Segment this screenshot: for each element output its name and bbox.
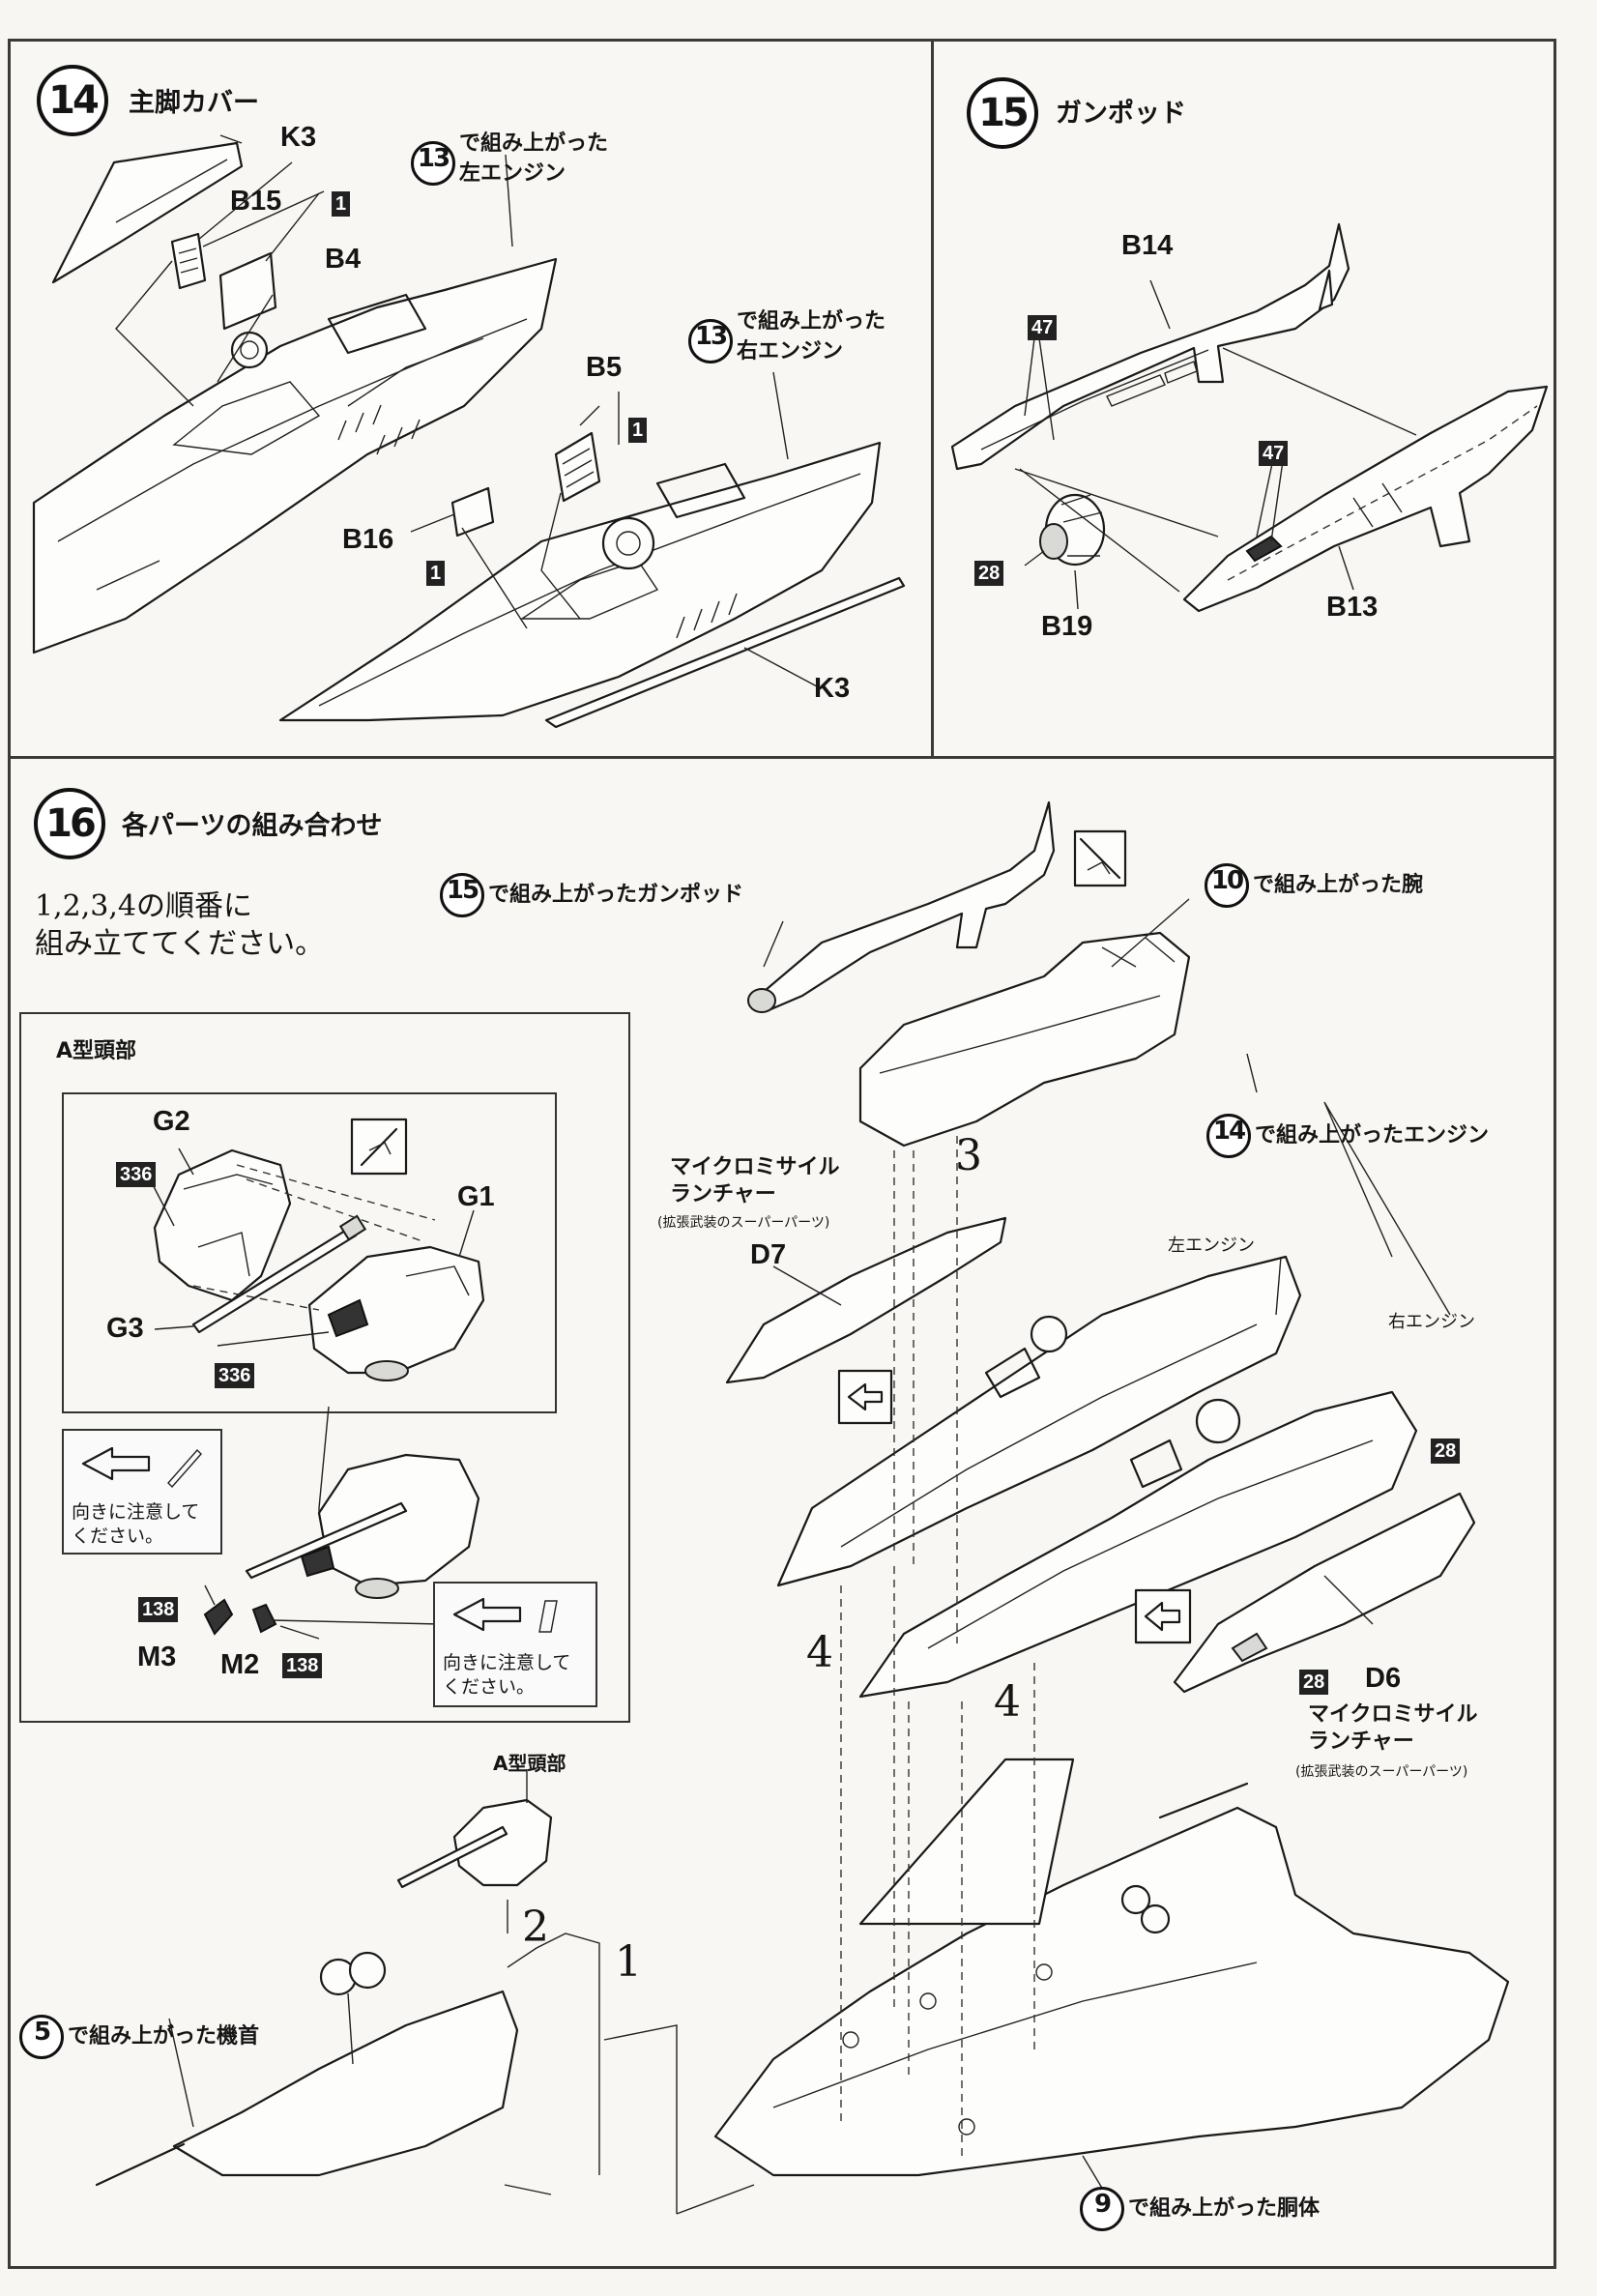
ref-right-engine: 13で組み上がった 右エンジン — [688, 305, 886, 377]
badge-1-c: 1 — [426, 561, 446, 586]
sequence-4-b: 4 — [994, 1677, 1021, 1727]
head-small-label: A型頭部 — [493, 1752, 566, 1775]
part-d7: D7 — [750, 1239, 787, 1270]
caution-box-m2: 向きに注意してください。 — [433, 1582, 597, 1707]
missile-d6-line1: マイクロミサイル — [1308, 1702, 1478, 1727]
badge-138-a: 138 — [138, 1597, 179, 1622]
badge-28-a: 28 — [1431, 1439, 1461, 1464]
caution-text-a: 向きに注意してください。 — [72, 1501, 200, 1547]
part-b16: B16 — [342, 524, 394, 555]
step-16-title: 各パーツの組み合わせ — [122, 811, 383, 841]
part-b14: B14 — [1121, 230, 1174, 261]
missile-d6-note: (拡張武装のスーパーパーツ) — [1295, 1764, 1468, 1780]
missile-d7-line2: ランチャー — [670, 1181, 776, 1206]
ref-left-engine-number: 13 — [411, 141, 455, 186]
missile-d6-line2: ランチャー — [1308, 1729, 1414, 1754]
head-illustration — [144, 1118, 485, 1640]
part-m3: M3 — [137, 1642, 177, 1672]
badge-336-b: 336 — [215, 1363, 255, 1388]
part-g3: G3 — [106, 1313, 144, 1344]
badge-1-b: 1 — [628, 418, 648, 443]
head-box-title: A型頭部 — [56, 1039, 137, 1063]
ref-left-engine: 13で組み上がった 左エンジン — [411, 128, 608, 199]
head-box — [19, 1012, 630, 1723]
ref-body-number: 9 — [1080, 2187, 1124, 2231]
instruction-line-2: 組み立ててください。 — [35, 927, 325, 961]
ref-right-engine-line1: で組み上がった — [737, 309, 886, 334]
missile-d7-note: (拡張武装のスーパーパーツ) — [657, 1215, 830, 1231]
part-b15: B15 — [230, 186, 282, 217]
step-14-illustration — [32, 134, 906, 729]
ref-gunpod-number: 15 — [440, 873, 484, 917]
part-d6: D6 — [1365, 1663, 1402, 1694]
caution-arrow-icon-b — [452, 1597, 558, 1633]
ref-arm-text: で組み上がった腕 — [1253, 873, 1424, 897]
badge-28: 28 — [974, 561, 1004, 586]
ref-engine-number: 14 — [1206, 1114, 1251, 1158]
assembly-order-instruction: 1,2,3,4の順番に 組み立ててください。 — [35, 887, 324, 963]
step-15-title: ガンポッド — [1056, 99, 1186, 129]
part-b19: B19 — [1041, 611, 1093, 642]
caution-box-m3: 向きに注意してください。 — [62, 1429, 222, 1555]
missile-d7-line1: マイクロミサイル — [670, 1155, 840, 1179]
part-m2: M2 — [220, 1649, 260, 1680]
badge-47-a: 47 — [1028, 315, 1058, 340]
part-k3-top: K3 — [280, 122, 317, 153]
instruction-line-1: 1,2,3,4の順番に — [35, 889, 252, 923]
ref-nose-number: 5 — [19, 2015, 64, 2059]
ref-body-text: で組み上がった胴体 — [1128, 2196, 1321, 2221]
badge-336-a: 336 — [116, 1162, 157, 1187]
part-b13: B13 — [1326, 592, 1379, 623]
ref-left-engine-line2: 左エンジン — [459, 161, 566, 186]
ref-gunpod-text: で組み上がったガンポッド — [488, 883, 744, 907]
sequence-2: 2 — [522, 1903, 549, 1952]
step-15-illustration — [950, 222, 1549, 613]
badge-1-a: 1 — [332, 191, 351, 217]
ref-nose-text: で組み上がった機首 — [68, 2024, 260, 2049]
caution-arrow-icon-a — [81, 1446, 202, 1489]
step-15-number: 15 — [967, 77, 1038, 149]
badge-138-b: 138 — [282, 1653, 323, 1678]
left-engine-label: 左エンジン — [1168, 1235, 1255, 1256]
ref-left-engine-line1: で組み上がった — [459, 131, 609, 156]
part-b4: B4 — [325, 244, 362, 275]
step-16-number: 16 — [34, 788, 105, 859]
head-parts-inner-box — [62, 1092, 557, 1413]
sequence-3: 3 — [955, 1131, 982, 1180]
ref-right-engine-number: 13 — [688, 319, 733, 363]
main-assembly-illustration — [95, 800, 1510, 2215]
ref-engine-text: で組み上がったエンジン — [1255, 1123, 1490, 1148]
badge-28-b: 28 — [1299, 1670, 1329, 1695]
missile-d7-label: マイクロミサイル ランチャー — [670, 1154, 840, 1207]
part-b5: B5 — [586, 352, 623, 383]
part-k3-bottom: K3 — [814, 673, 851, 704]
ref-right-engine-line2: 右エンジン — [737, 339, 844, 363]
part-g1: G1 — [457, 1181, 495, 1212]
right-engine-label: 右エンジン — [1388, 1312, 1475, 1332]
caution-text-b: 向きに注意してください。 — [443, 1652, 571, 1698]
ref-arm-number: 10 — [1205, 863, 1249, 908]
step-14-number: 14 — [37, 65, 108, 136]
step-14-title: 主脚カバー — [129, 88, 259, 118]
badge-47-b: 47 — [1259, 441, 1289, 466]
sequence-4-a: 4 — [806, 1628, 833, 1677]
sequence-1: 1 — [615, 1937, 642, 1987]
missile-d6-label: マイクロミサイル ランチャー — [1308, 1701, 1478, 1755]
part-g2: G2 — [153, 1106, 190, 1137]
